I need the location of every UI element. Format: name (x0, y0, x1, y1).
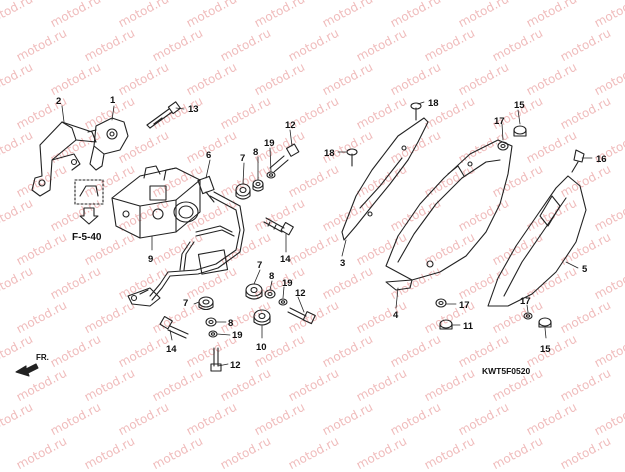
callout-7-upper: 7 (240, 153, 245, 164)
callout-labels: 1 2 3 4 5 6 7 7 7 8 8 8 9 10 11 12 12 12… (56, 95, 607, 371)
brake-pipe-assembly[interactable] (127, 191, 245, 307)
part-8-collar-upper[interactable] (252, 179, 264, 192)
callout-18-upper: 18 (428, 98, 439, 109)
part-1-clamp[interactable] (87, 117, 129, 171)
callout-13: 13 (188, 104, 199, 115)
callout-17-lower: 17 (520, 296, 531, 307)
part-17-nut-middle[interactable] (435, 298, 447, 308)
part-13-bolt[interactable] (146, 101, 181, 129)
callout-3: 3 (340, 258, 345, 269)
callout-8-upper: 8 (253, 147, 258, 158)
part-17-nut-upper[interactable] (497, 141, 509, 151)
part-2-bracket[interactable] (31, 121, 97, 197)
callout-14-middle: 14 (280, 254, 291, 265)
front-label: FR. (36, 353, 49, 362)
callout-14-lower: 14 (166, 344, 177, 355)
callout-7-left: 7 (183, 298, 188, 309)
callout-8-lower: 8 (228, 318, 233, 329)
callout-19-right: 19 (282, 278, 293, 289)
callout-15-lower: 15 (540, 344, 551, 355)
part-4-main-cover[interactable] (385, 139, 513, 291)
part-14-bolt-middle[interactable] (263, 217, 294, 236)
diagram-code: KWT5F0520 (482, 366, 531, 376)
part-16-screw[interactable] (571, 149, 585, 173)
part-7-grommet-upper[interactable] (235, 183, 251, 200)
callout-19-lower: 19 (232, 330, 243, 341)
part-12-bolt-lower[interactable] (210, 347, 222, 372)
callout-12-right: 12 (295, 288, 306, 299)
callout-15-upper: 15 (514, 100, 525, 111)
part-11-screw[interactable] (439, 319, 453, 330)
part-5-outer-cover[interactable] (487, 175, 587, 307)
callout-5: 5 (582, 264, 588, 275)
part-17-nut-lower[interactable] (523, 312, 533, 320)
part-18-screw-upper[interactable] (410, 102, 422, 121)
part-18-screw-left[interactable] (346, 148, 358, 167)
callout-9: 9 (148, 254, 153, 265)
part-8-collar-lower-right[interactable] (264, 289, 276, 299)
callout-1: 1 (110, 95, 116, 106)
callout-16: 16 (596, 154, 607, 165)
part-10-grommet[interactable] (253, 309, 271, 326)
callout-11: 11 (463, 321, 474, 332)
part-7-grommet-lower-right[interactable] (245, 283, 263, 300)
callout-12-upper: 12 (285, 120, 296, 131)
callout-2: 2 (56, 96, 61, 107)
part-15-bolt-lower[interactable] (538, 317, 552, 328)
callout-6: 6 (206, 150, 211, 161)
part-19-washer-lower-right[interactable] (278, 298, 288, 306)
reference-arrow-icon (74, 179, 104, 225)
leader-lines (61, 101, 593, 367)
part-19-washer-lower-left[interactable] (208, 330, 218, 338)
part-14-bolt-lower[interactable] (159, 315, 189, 339)
part-12-bolt-lower-right[interactable] (287, 307, 316, 325)
part-19-washer-upper[interactable] (266, 171, 276, 179)
callout-17-upper: 17 (494, 116, 505, 127)
callout-7-right: 7 (257, 260, 262, 271)
part-12-bolt-upper[interactable] (269, 143, 300, 173)
reference-label: F-5-40 (72, 232, 102, 243)
callout-4: 4 (393, 310, 399, 321)
part-9-modulator[interactable] (111, 165, 201, 239)
part-3-inner-panel[interactable] (341, 117, 429, 241)
part-7-grommet-lower-left[interactable] (198, 296, 214, 311)
part-6-fitting[interactable] (197, 175, 215, 203)
callout-8-right: 8 (269, 271, 274, 282)
callout-18-left: 18 (324, 148, 335, 159)
callout-17-middle: 17 (459, 300, 470, 311)
callout-19-upper: 19 (264, 138, 275, 149)
part-15-bolt-upper[interactable] (513, 125, 527, 137)
part-8-collar-lower-left[interactable] (205, 317, 217, 327)
callout-12-lower: 12 (230, 360, 241, 371)
front-arrow-icon: FR. (15, 353, 49, 377)
callout-10: 10 (256, 342, 267, 353)
